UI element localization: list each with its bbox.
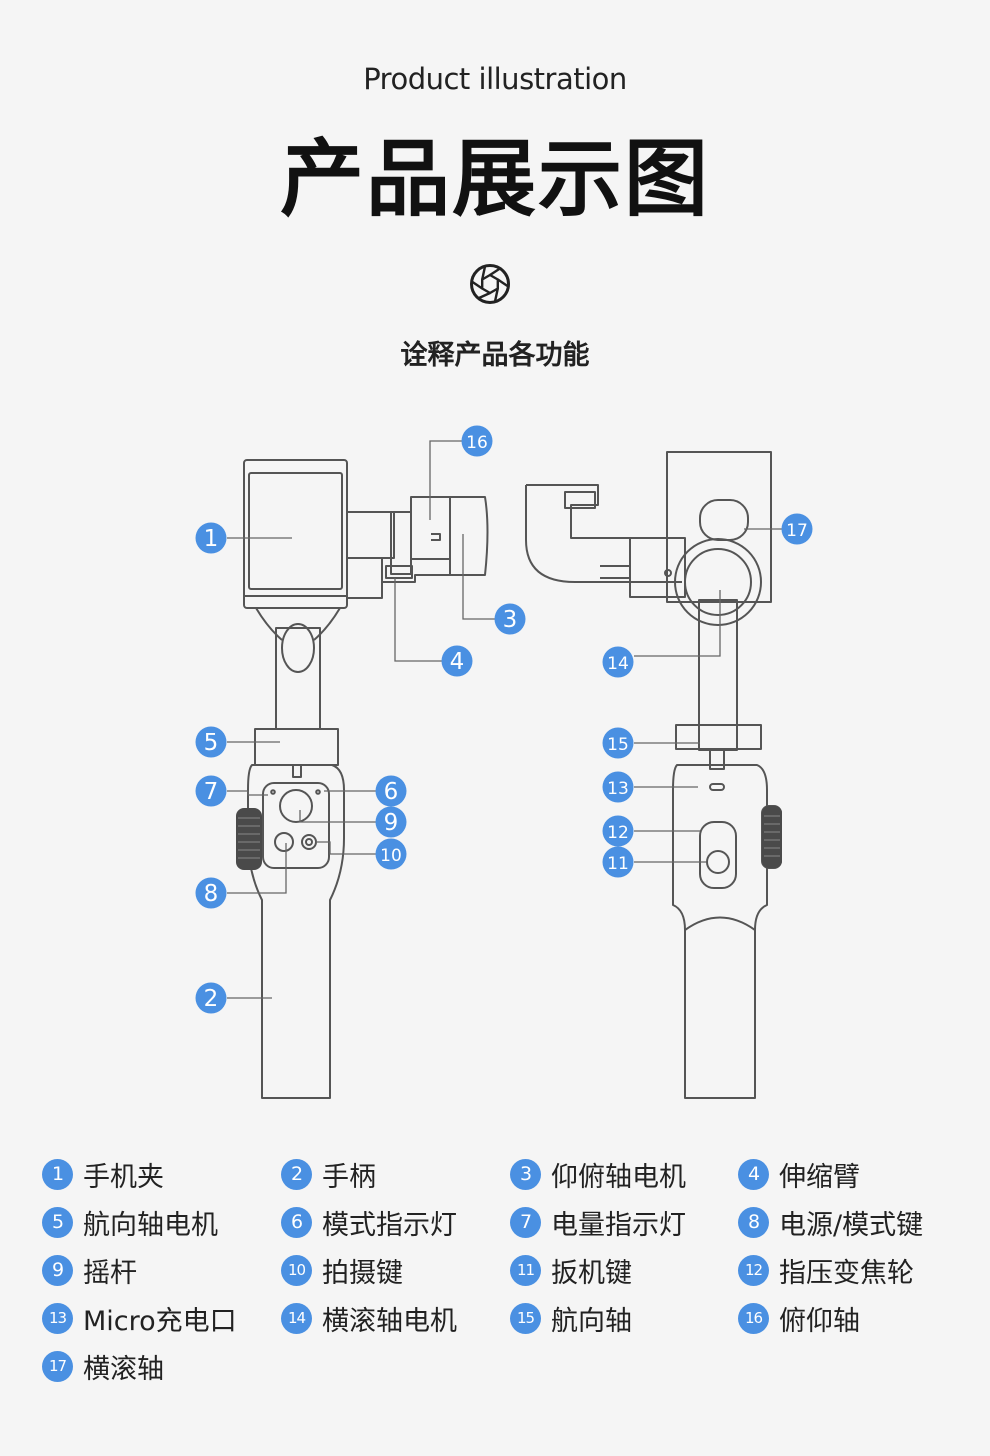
legend-label: 航向轴: [551, 1305, 632, 1337]
legend-badge: 7: [510, 1206, 541, 1238]
legend-badge: 5: [42, 1206, 73, 1238]
legend-label: 电量指示灯: [551, 1209, 686, 1241]
leader-lines: [227, 440, 782, 999]
legend-badge: 2: [281, 1158, 312, 1190]
legend-item: 10 拍摄键: [281, 1246, 510, 1294]
legend-label: 拍摄键: [322, 1257, 403, 1289]
legend-label: 指压变焦轮: [779, 1257, 914, 1289]
legend-badge: 11: [510, 1254, 541, 1286]
callout-5: 5: [195, 726, 227, 758]
callout-13: 13: [602, 771, 634, 803]
legend-item: 17 横滚轴: [42, 1342, 281, 1390]
callout-3: 3: [494, 603, 526, 635]
svg-text:11: 11: [607, 854, 629, 874]
gimbal-back-view: [525, 451, 782, 1099]
legend-label: 模式指示灯: [322, 1209, 457, 1241]
legend-label: 俯仰轴: [779, 1305, 860, 1337]
legend-item: 14 横滚轴电机: [281, 1294, 510, 1342]
legend-item: 5 航向轴电机: [42, 1198, 281, 1246]
legend-badge: 12: [738, 1254, 769, 1286]
callout-9: 9: [375, 806, 407, 838]
legend-label: Micro充电口: [83, 1305, 237, 1337]
aperture-icon: [470, 264, 510, 304]
svg-text:6: 6: [384, 779, 399, 805]
legend-badge: 16: [738, 1302, 769, 1334]
svg-text:12: 12: [607, 823, 629, 843]
legend-item: 9 摇杆: [42, 1246, 281, 1294]
gimbal-diagram: 1 2 3 4 5 6 7 8 9 10 11 12 13 14 15 16 1…: [195, 425, 813, 1099]
callout-8: 8: [195, 877, 227, 909]
legend-item: 16 俯仰轴: [738, 1294, 962, 1342]
callout-15: 15: [602, 727, 634, 759]
legend-badge: 4: [738, 1158, 769, 1190]
svg-text:5: 5: [204, 730, 219, 756]
legend-badge: 14: [281, 1302, 312, 1334]
parts-legend: 1 手机夹 2 手柄 3 仰俯轴电机 4 伸缩臂 5 航向轴电机 6 模式指示灯 7 电量指示…: [42, 1150, 962, 1390]
legend-item: 15 航向轴: [510, 1294, 738, 1342]
svg-text:17: 17: [786, 521, 808, 541]
svg-text:9: 9: [384, 810, 399, 836]
callout-11: 11: [602, 846, 634, 878]
legend-badge: 17: [42, 1350, 73, 1382]
legend-badge: 15: [510, 1302, 541, 1334]
callout-7: 7: [195, 775, 227, 807]
gimbal-front-view: [243, 459, 489, 1099]
legend-label: 电源/模式键: [779, 1209, 924, 1241]
callout-2: 2: [195, 982, 227, 1014]
callout-12: 12: [602, 815, 634, 847]
legend-label: 手柄: [322, 1161, 376, 1193]
legend-item: 3 仰俯轴电机: [510, 1150, 738, 1198]
callout-10: 10: [375, 838, 407, 870]
svg-text:10: 10: [380, 846, 402, 866]
legend-badge: 13: [42, 1302, 73, 1334]
legend-badge: 10: [281, 1254, 312, 1286]
svg-text:8: 8: [204, 881, 219, 907]
legend-label: 横滚轴电机: [322, 1305, 457, 1337]
svg-text:3: 3: [503, 607, 518, 633]
legend-item: 13 Micro充电口: [42, 1294, 281, 1342]
legend-label: 扳机键: [551, 1257, 632, 1289]
callout-17: 17: [781, 513, 813, 545]
legend-item: 1 手机夹: [42, 1150, 281, 1198]
legend-badge: 6: [281, 1206, 312, 1238]
svg-text:4: 4: [450, 649, 465, 675]
legend-item: 2 手柄: [281, 1150, 510, 1198]
subtitle-en: Product illustration: [363, 62, 627, 96]
legend-label: 伸缩臂: [779, 1161, 860, 1193]
legend-label: 仰俯轴电机: [551, 1161, 686, 1193]
svg-text:2: 2: [204, 986, 219, 1012]
svg-text:15: 15: [607, 735, 629, 755]
svg-text:7: 7: [204, 779, 219, 805]
legend-label: 横滚轴: [83, 1353, 164, 1385]
legend-item: 7 电量指示灯: [510, 1198, 738, 1246]
zoom-wheel-back: [762, 806, 782, 868]
zoom-wheel-front: [236, 808, 262, 870]
legend-item: 6 模式指示灯: [281, 1198, 510, 1246]
callout-14: 14: [602, 646, 634, 678]
legend-badge: 9: [42, 1254, 73, 1286]
legend-label: 手机夹: [83, 1161, 164, 1193]
svg-text:14: 14: [607, 654, 629, 674]
legend-label: 航向轴电机: [83, 1209, 218, 1241]
legend-badge: 1: [42, 1158, 73, 1190]
legend-item: 12 指压变焦轮: [738, 1246, 962, 1294]
legend-item: 11 扳机键: [510, 1246, 738, 1294]
svg-text:13: 13: [607, 779, 629, 799]
callout-1: 1: [195, 522, 227, 554]
legend-badge: 8: [738, 1206, 769, 1238]
page-title: 产品展示图: [279, 130, 710, 228]
callout-4: 4: [441, 645, 473, 677]
legend-item: 8 电源/模式键: [738, 1198, 962, 1246]
svg-text:1: 1: [204, 526, 219, 552]
legend-badge: 3: [510, 1158, 541, 1190]
svg-text:16: 16: [466, 433, 488, 453]
callout-6: 6: [375, 775, 407, 807]
callout-16: 16: [461, 425, 493, 457]
legend-item: 4 伸缩臂: [738, 1150, 962, 1198]
tagline: 诠释产品各功能: [400, 340, 590, 371]
legend-label: 摇杆: [83, 1257, 137, 1289]
